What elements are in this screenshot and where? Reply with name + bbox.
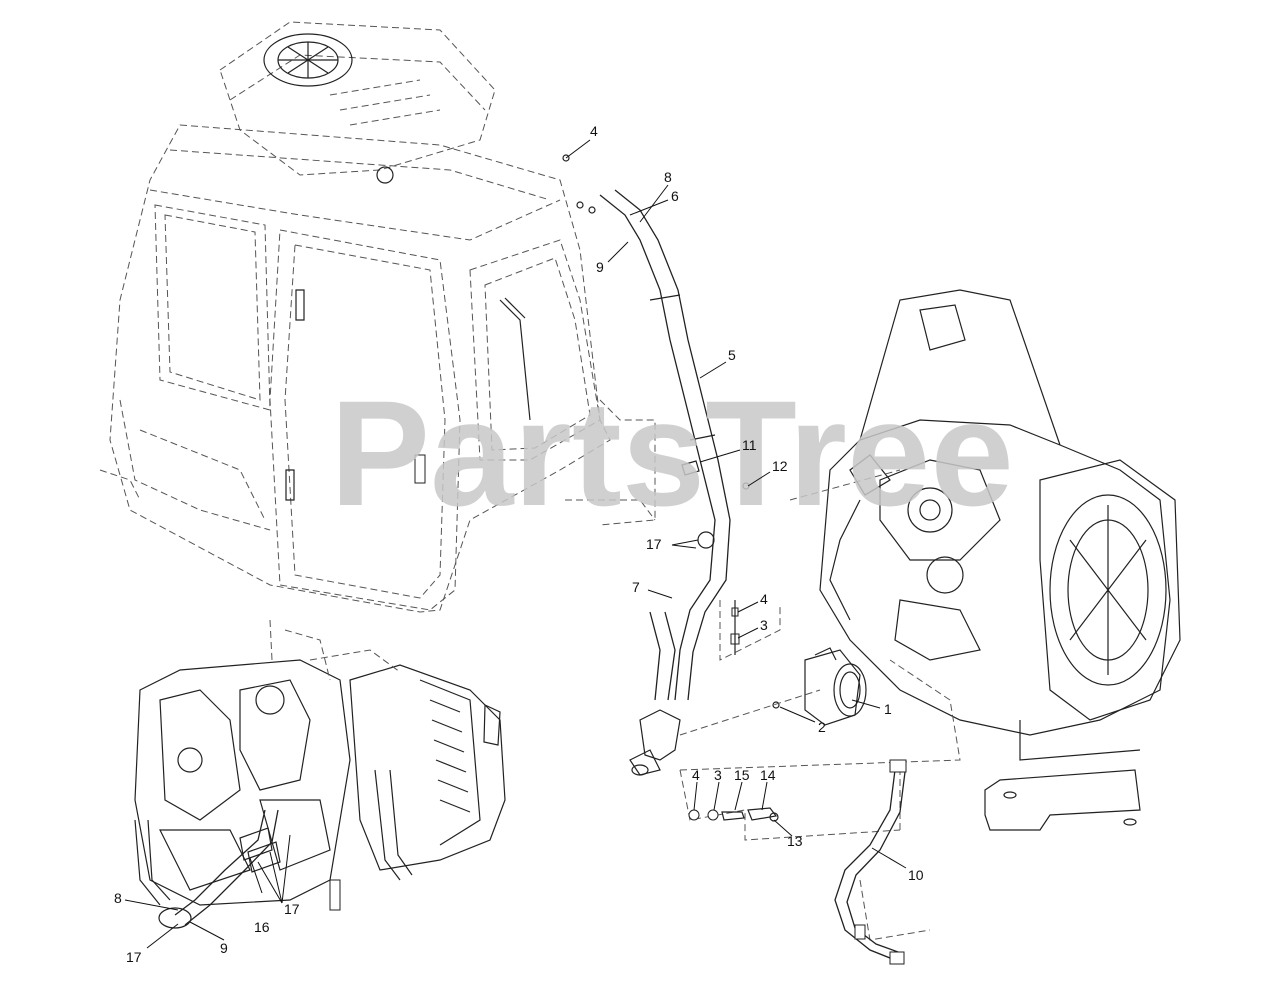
callout-17-mid: 17 — [646, 536, 662, 552]
callout-17-low-right: 17 — [284, 901, 300, 917]
callout-16: 16 — [254, 919, 270, 935]
callout-9-low: 9 — [220, 940, 228, 956]
callout-13: 13 — [787, 833, 803, 849]
callout-9-top: 9 — [596, 259, 604, 275]
leader-lines — [124, 139, 907, 949]
callout-6: 6 — [671, 188, 679, 204]
hose-route-main — [599, 189, 750, 776]
callout-4-mid: 4 — [760, 591, 768, 607]
hose-10 — [834, 759, 907, 965]
callout-1: 1 — [884, 701, 892, 717]
callout-2: 2 — [818, 719, 826, 735]
callout-11: 11 — [742, 437, 757, 453]
callout-4-low: 4 — [692, 767, 700, 783]
callout-12: 12 — [772, 458, 788, 474]
cab-assembly — [99, 21, 656, 613]
watermark: PartsTree — [330, 369, 1014, 537]
callout-8-top: 8 — [664, 169, 672, 185]
callout-14: 14 — [760, 767, 776, 783]
radiator-fan-icon — [1049, 494, 1167, 686]
engine-inset-view — [134, 619, 506, 929]
callout-15: 15 — [734, 767, 750, 783]
callout-5: 5 — [728, 347, 736, 363]
callout-4-top: 4 — [590, 123, 598, 139]
callout-17-low-left: 17 — [126, 949, 142, 965]
compressor-part — [772, 647, 867, 726]
fittings-row — [688, 807, 779, 822]
callout-8-low: 8 — [114, 890, 122, 906]
engine-assembly — [819, 289, 1181, 831]
roof-fan-icon — [263, 33, 353, 87]
callout-labels: 4 8 6 9 5 11 12 17 7 4 3 1 2 4 3 15 14 1… — [114, 123, 924, 965]
callout-3-mid: 3 — [760, 617, 768, 633]
callout-3-low: 3 — [714, 767, 722, 783]
callout-10: 10 — [908, 867, 924, 883]
callout-7: 7 — [632, 579, 640, 595]
